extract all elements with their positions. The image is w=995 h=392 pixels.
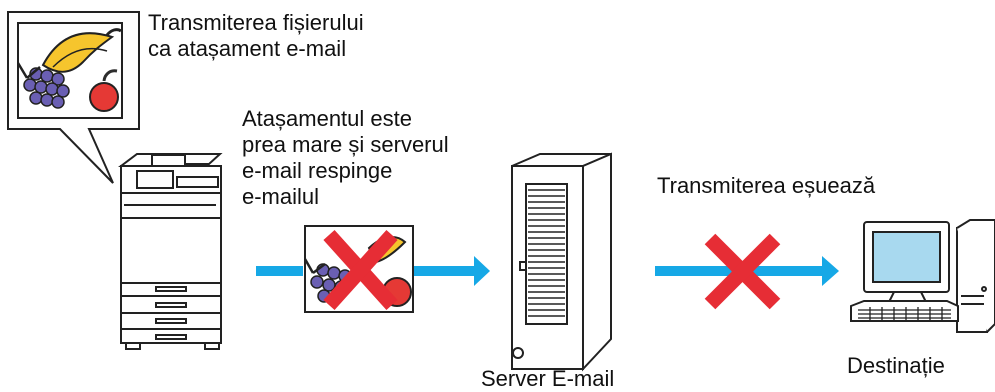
attachment-to-server-arrow-head	[474, 256, 490, 286]
printer-to-attachment-arrow-shaft	[256, 266, 303, 276]
failure-label: Transmiterea eșuează	[657, 173, 876, 198]
desktop-computer-icon	[850, 219, 995, 333]
speech-balloon	[7, 11, 140, 184]
rejection-caption-line-1: Atașamentul este	[242, 106, 412, 131]
server-tower-icon	[511, 152, 612, 372]
rejection-caption-line-2: prea mare și serverul	[242, 132, 449, 157]
balloon-image-attachment-icon	[16, 22, 123, 119]
server-to-destination-arrow-head	[822, 256, 839, 286]
balloon-caption-line-1: Transmiterea fișierului	[148, 10, 364, 35]
rejection-caption-line-3: e-mail respinge	[242, 158, 393, 183]
rejection-caption-line-4: e-mailul	[242, 184, 320, 209]
balloon-caption-line-2: ca atașament e-mail	[148, 36, 347, 61]
balloon-caption: Transmiterea fișierului ca atașament e-m…	[148, 10, 364, 62]
transmission-red-cross-icon	[704, 233, 781, 310]
destination-label: Destinație	[847, 353, 945, 378]
server-label: Server E-mail	[481, 366, 615, 391]
multifunction-printer-icon	[118, 153, 223, 350]
attachment-red-cross-icon	[323, 229, 398, 311]
rejection-caption: Atașamentul este prea mare și serverul e…	[242, 106, 449, 210]
attachment-to-server-arrow-shaft	[414, 266, 478, 276]
